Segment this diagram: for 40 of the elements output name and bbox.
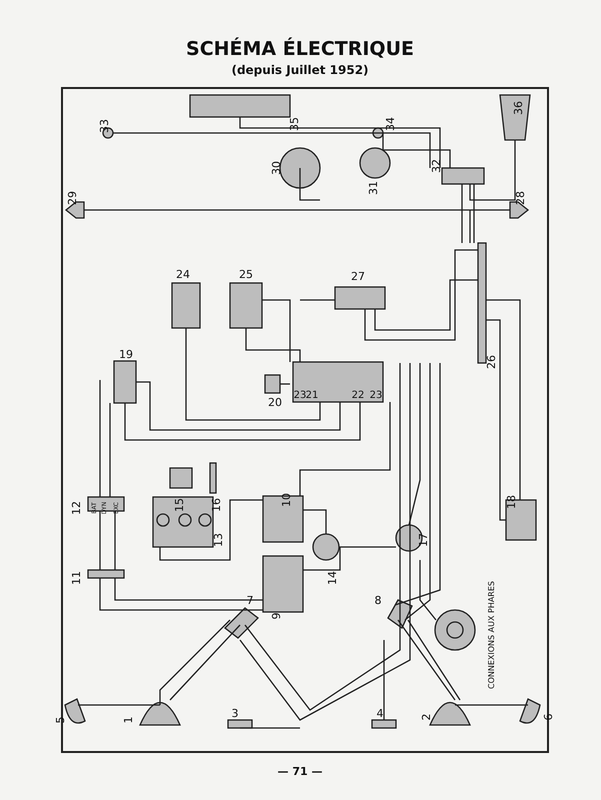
callout-number: 9: [270, 612, 283, 620]
callout-number: 4: [376, 707, 384, 720]
callout-number: 2: [420, 714, 433, 720]
callout-number: 3: [232, 707, 238, 720]
note-label: CONNEXIONS AUX PHARES: [487, 581, 496, 689]
callout-number: 22: [352, 390, 364, 401]
callout-number: 33: [98, 119, 111, 133]
callout-number: 11: [70, 571, 83, 585]
callout-number: 6: [542, 714, 555, 720]
callout-number: 21: [306, 390, 318, 401]
callout-number: 12: [70, 501, 83, 515]
callout-number: 1: [122, 716, 135, 724]
subtitle: (depuis Juillet 1952): [231, 63, 369, 77]
callout-number: 20: [268, 396, 282, 409]
callout-number: 18: [505, 495, 518, 509]
diagram-title: SCHÉMA ÉLECTRIQUE: [186, 38, 414, 60]
callout-number: 35: [288, 117, 301, 131]
callout-number: 27: [351, 270, 365, 283]
callout-number: 23: [370, 390, 382, 401]
page-number: — 71 —: [278, 765, 322, 778]
callout-number: 14: [326, 571, 339, 585]
callout-number: 17: [417, 533, 430, 547]
callout-number: 28: [514, 191, 527, 205]
callout-number: 25: [239, 268, 253, 281]
callout-number: 30: [270, 161, 283, 175]
callout-number: 24: [176, 268, 190, 281]
callout-number: 36: [512, 101, 525, 115]
callout-number: 13: [212, 533, 225, 547]
callout-number: 10: [280, 493, 293, 507]
callout-number: 8: [374, 594, 382, 607]
callout-number: 32: [430, 159, 443, 173]
callout-number: 19: [119, 348, 133, 361]
callout-number: 26: [485, 355, 498, 369]
callout-number: 15: [173, 498, 186, 512]
callout-number: 31: [367, 181, 380, 195]
callout-number: 5: [54, 716, 67, 724]
callout-number: 23: [294, 390, 306, 401]
callout-number: 29: [66, 191, 79, 205]
callout-number: 34: [384, 117, 397, 131]
callout-number: 16: [210, 498, 223, 512]
